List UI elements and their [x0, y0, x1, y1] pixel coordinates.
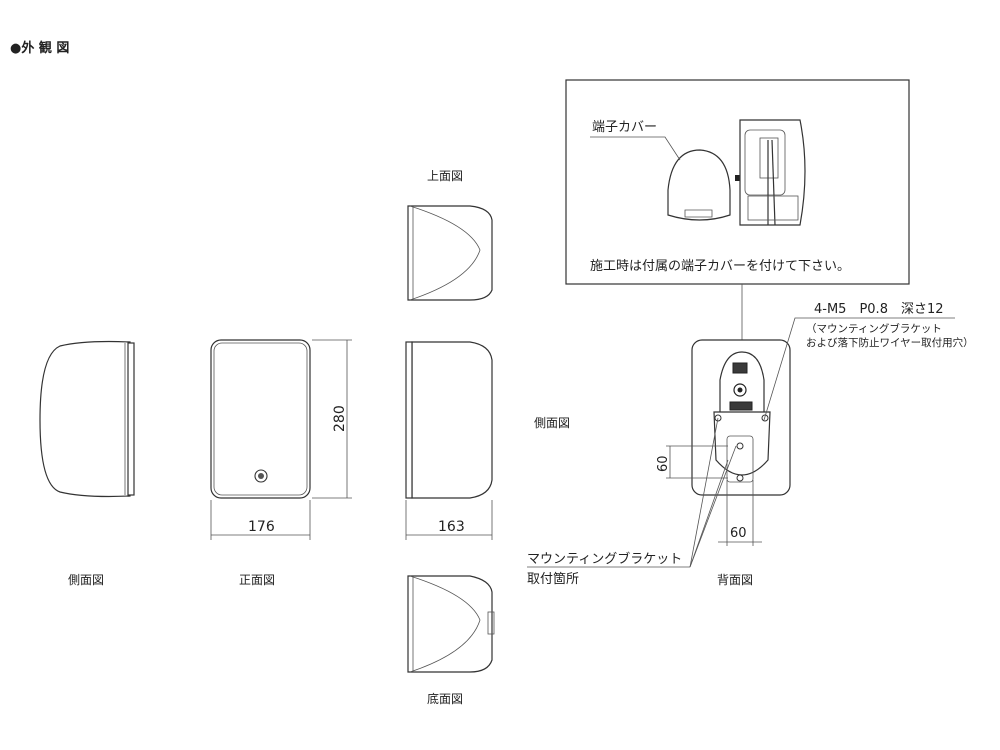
front-view	[210, 339, 311, 499]
terminal-cover-label: 端子カバー	[592, 120, 657, 135]
side-view-left-label: 側面図	[68, 573, 104, 587]
front-width-value: 176	[248, 519, 275, 535]
back-view	[691, 339, 791, 496]
screw-spec-leader	[763, 317, 955, 421]
bracket-callout-line2: 取付箇所	[527, 571, 579, 587]
bracket-height-dimension	[666, 445, 728, 479]
bottom-view-label: 底面図	[427, 691, 463, 706]
side-depth-dimension	[405, 500, 493, 540]
bracket-height-value: 60	[656, 455, 671, 472]
bracket-callout-line1: マウンティングブラケット	[527, 551, 682, 567]
front-view-label: 正面図	[239, 573, 275, 587]
terminal-cover-detail-box	[565, 79, 910, 285]
top-view	[407, 205, 493, 301]
screw-spec-label: 4-M5 P0.8 深さ12	[814, 302, 944, 317]
side-view-right	[405, 341, 493, 499]
side-depth-value: 163	[438, 519, 465, 535]
install-note: 施工時は付属の端子カバーを付けて下さい。	[590, 259, 850, 274]
screw-note-line1: （マウンティングブラケット	[806, 322, 942, 335]
front-width-dimension	[210, 500, 311, 540]
bracket-callout-leaders	[527, 417, 737, 568]
top-view-label: 上面図	[427, 169, 463, 183]
screw-note-line2: および落下防止ワイヤー取付用穴）	[806, 336, 974, 349]
back-view-label: 背面図	[717, 573, 753, 587]
side-view-left	[39, 340, 135, 498]
front-height-dimension	[312, 339, 352, 499]
bracket-width-value: 60	[730, 526, 747, 541]
bracket-width-dimension	[718, 480, 762, 546]
front-height-value: 280	[332, 405, 348, 432]
side-view-right-label: 側面図	[534, 416, 570, 430]
bottom-view	[407, 575, 495, 673]
page-title: ●外 観 図	[10, 40, 69, 56]
